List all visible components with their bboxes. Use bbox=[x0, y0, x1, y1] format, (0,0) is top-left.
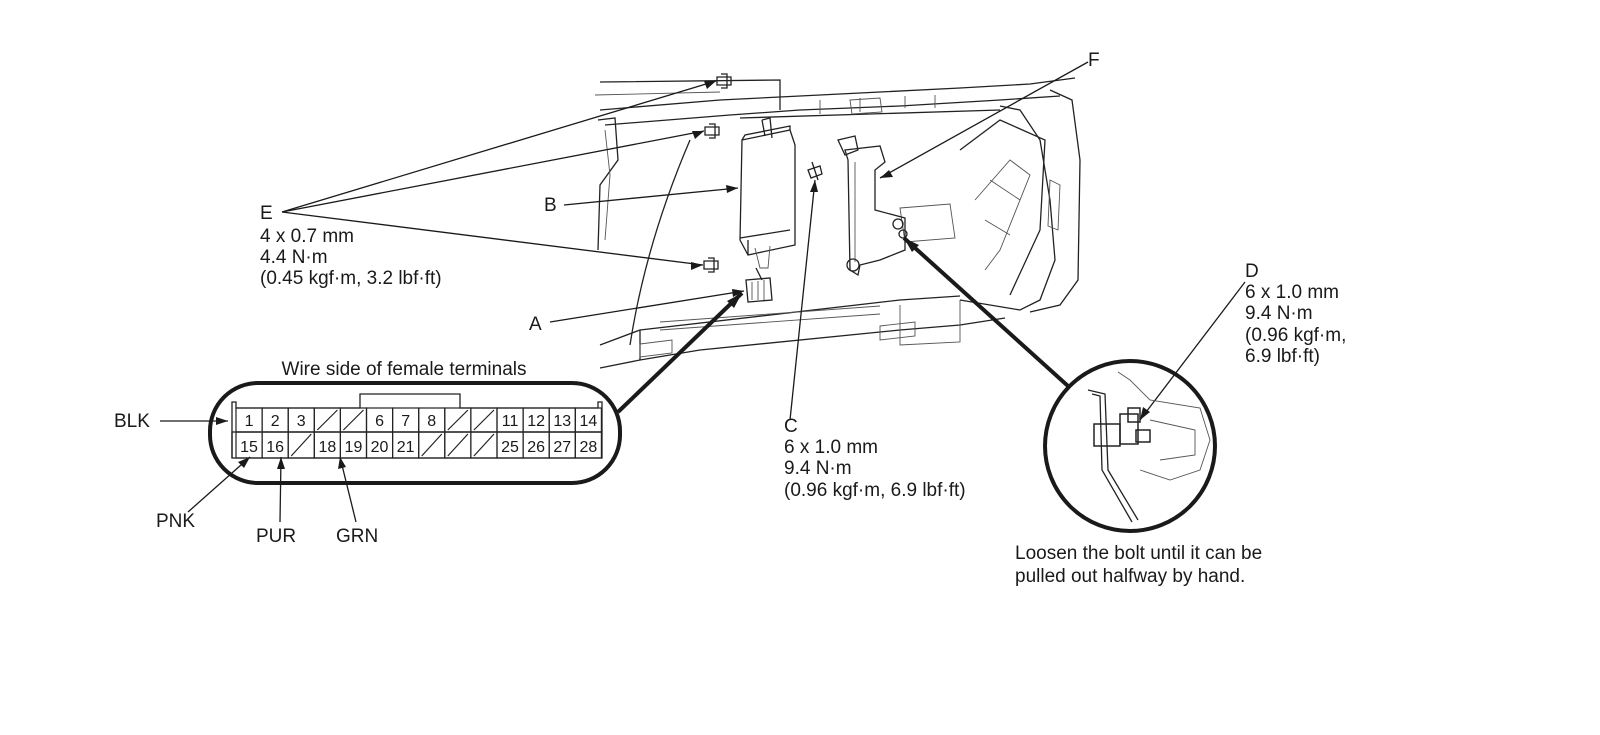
wire-label-pnk: PNK bbox=[156, 511, 195, 532]
bolt-e-middle bbox=[704, 123, 720, 139]
mounting-panel-art bbox=[594, 77, 1081, 369]
pin-number: 3 bbox=[297, 413, 306, 430]
label-d-torque: 9.4 N·m bbox=[1245, 303, 1313, 324]
pin-number: 7 bbox=[401, 413, 410, 430]
detail-circle bbox=[1043, 359, 1217, 533]
harness-connector-a bbox=[745, 267, 773, 303]
pin-number: 18 bbox=[318, 439, 336, 456]
wire-label-blk: BLK bbox=[114, 411, 150, 432]
connector-outline bbox=[208, 381, 622, 485]
detail-magnifier bbox=[1043, 359, 1217, 533]
pin-number: 28 bbox=[579, 439, 597, 456]
pin-empty-slash bbox=[447, 433, 469, 457]
label-e-group: E 4 x 0.7 mm 4.4 N·m (0.45 kgf·m, 3.2 lb… bbox=[260, 203, 442, 289]
pin-number: 11 bbox=[502, 413, 519, 430]
detail-note: Loosen the bolt until it can be pulled o… bbox=[1015, 543, 1262, 587]
label-c-torque-alt: (0.96 kgf·m, 6.9 lbf·ft) bbox=[784, 480, 966, 501]
arrowheads bbox=[216, 81, 1150, 469]
label-f: F bbox=[1088, 50, 1100, 71]
pin-number: 21 bbox=[397, 439, 415, 456]
pin-number: 15 bbox=[240, 439, 258, 456]
pin-number: 12 bbox=[527, 413, 545, 430]
pin-number: 25 bbox=[501, 439, 519, 456]
pin-number: 13 bbox=[553, 413, 571, 430]
bolt-e-top bbox=[716, 73, 732, 89]
label-d: D bbox=[1245, 261, 1259, 282]
pin-empty-slash bbox=[447, 409, 469, 431]
connector-title: Wire side of female terminals bbox=[282, 359, 527, 380]
pin-empty-slash bbox=[473, 433, 495, 457]
pin-number: 19 bbox=[345, 439, 363, 456]
label-e: E bbox=[260, 203, 273, 224]
label-c: C bbox=[784, 416, 798, 437]
label-a: A bbox=[529, 314, 542, 335]
wire-label-grn: GRN bbox=[336, 526, 378, 547]
pin-empty-slash bbox=[316, 409, 338, 431]
pin-empty-slash bbox=[421, 433, 443, 457]
pin-number: 26 bbox=[527, 439, 545, 456]
pin-number: 27 bbox=[553, 439, 571, 456]
pin-number: 1 bbox=[245, 413, 254, 430]
label-e-torque: 4.4 N·m bbox=[260, 247, 328, 268]
bolt-d bbox=[892, 218, 908, 239]
label-c-torque: 9.4 N·m bbox=[784, 458, 852, 479]
label-e-size: 4 x 0.7 mm bbox=[260, 226, 354, 247]
label-d-group: D 6 x 1.0 mm 9.4 N·m (0.96 kgf·m, 6.9 lb… bbox=[1245, 261, 1346, 367]
label-d-torque-alt-1: (0.96 kgf·m, bbox=[1245, 325, 1346, 346]
pin-cell bbox=[574, 431, 602, 459]
wire-label-pur: PUR bbox=[256, 526, 296, 547]
bracket-art bbox=[837, 135, 906, 277]
label-c-size: 6 x 1.0 mm bbox=[784, 437, 878, 458]
label-d-torque-alt-2: 6.9 lbf·ft) bbox=[1245, 346, 1320, 367]
label-b: B bbox=[544, 195, 557, 216]
pin-number: 8 bbox=[427, 413, 436, 430]
pin-number: 20 bbox=[371, 439, 389, 456]
detail-note-line-2: pulled out halfway by hand. bbox=[1015, 566, 1245, 587]
label-d-size: 6 x 1.0 mm bbox=[1245, 282, 1339, 303]
pin-number: 16 bbox=[266, 439, 284, 456]
bolt-e-bottom bbox=[703, 257, 719, 273]
control-unit-art bbox=[739, 117, 796, 269]
pin-number: 6 bbox=[375, 413, 384, 430]
bolt-c bbox=[807, 161, 823, 181]
label-e-torque-alt: (0.45 kgf·m, 3.2 lbf·ft) bbox=[260, 268, 442, 289]
pin-empty-slash bbox=[342, 409, 364, 431]
label-c-group: C 6 x 1.0 mm 9.4 N·m (0.96 kgf·m, 6.9 lb… bbox=[784, 416, 966, 501]
detail-note-line-1: Loosen the bolt until it can be bbox=[1015, 543, 1262, 564]
pin-number: 2 bbox=[271, 413, 280, 430]
pin-number: 14 bbox=[579, 413, 597, 430]
pin-empty-slash bbox=[473, 409, 495, 431]
pin-empty-slash bbox=[290, 433, 312, 457]
